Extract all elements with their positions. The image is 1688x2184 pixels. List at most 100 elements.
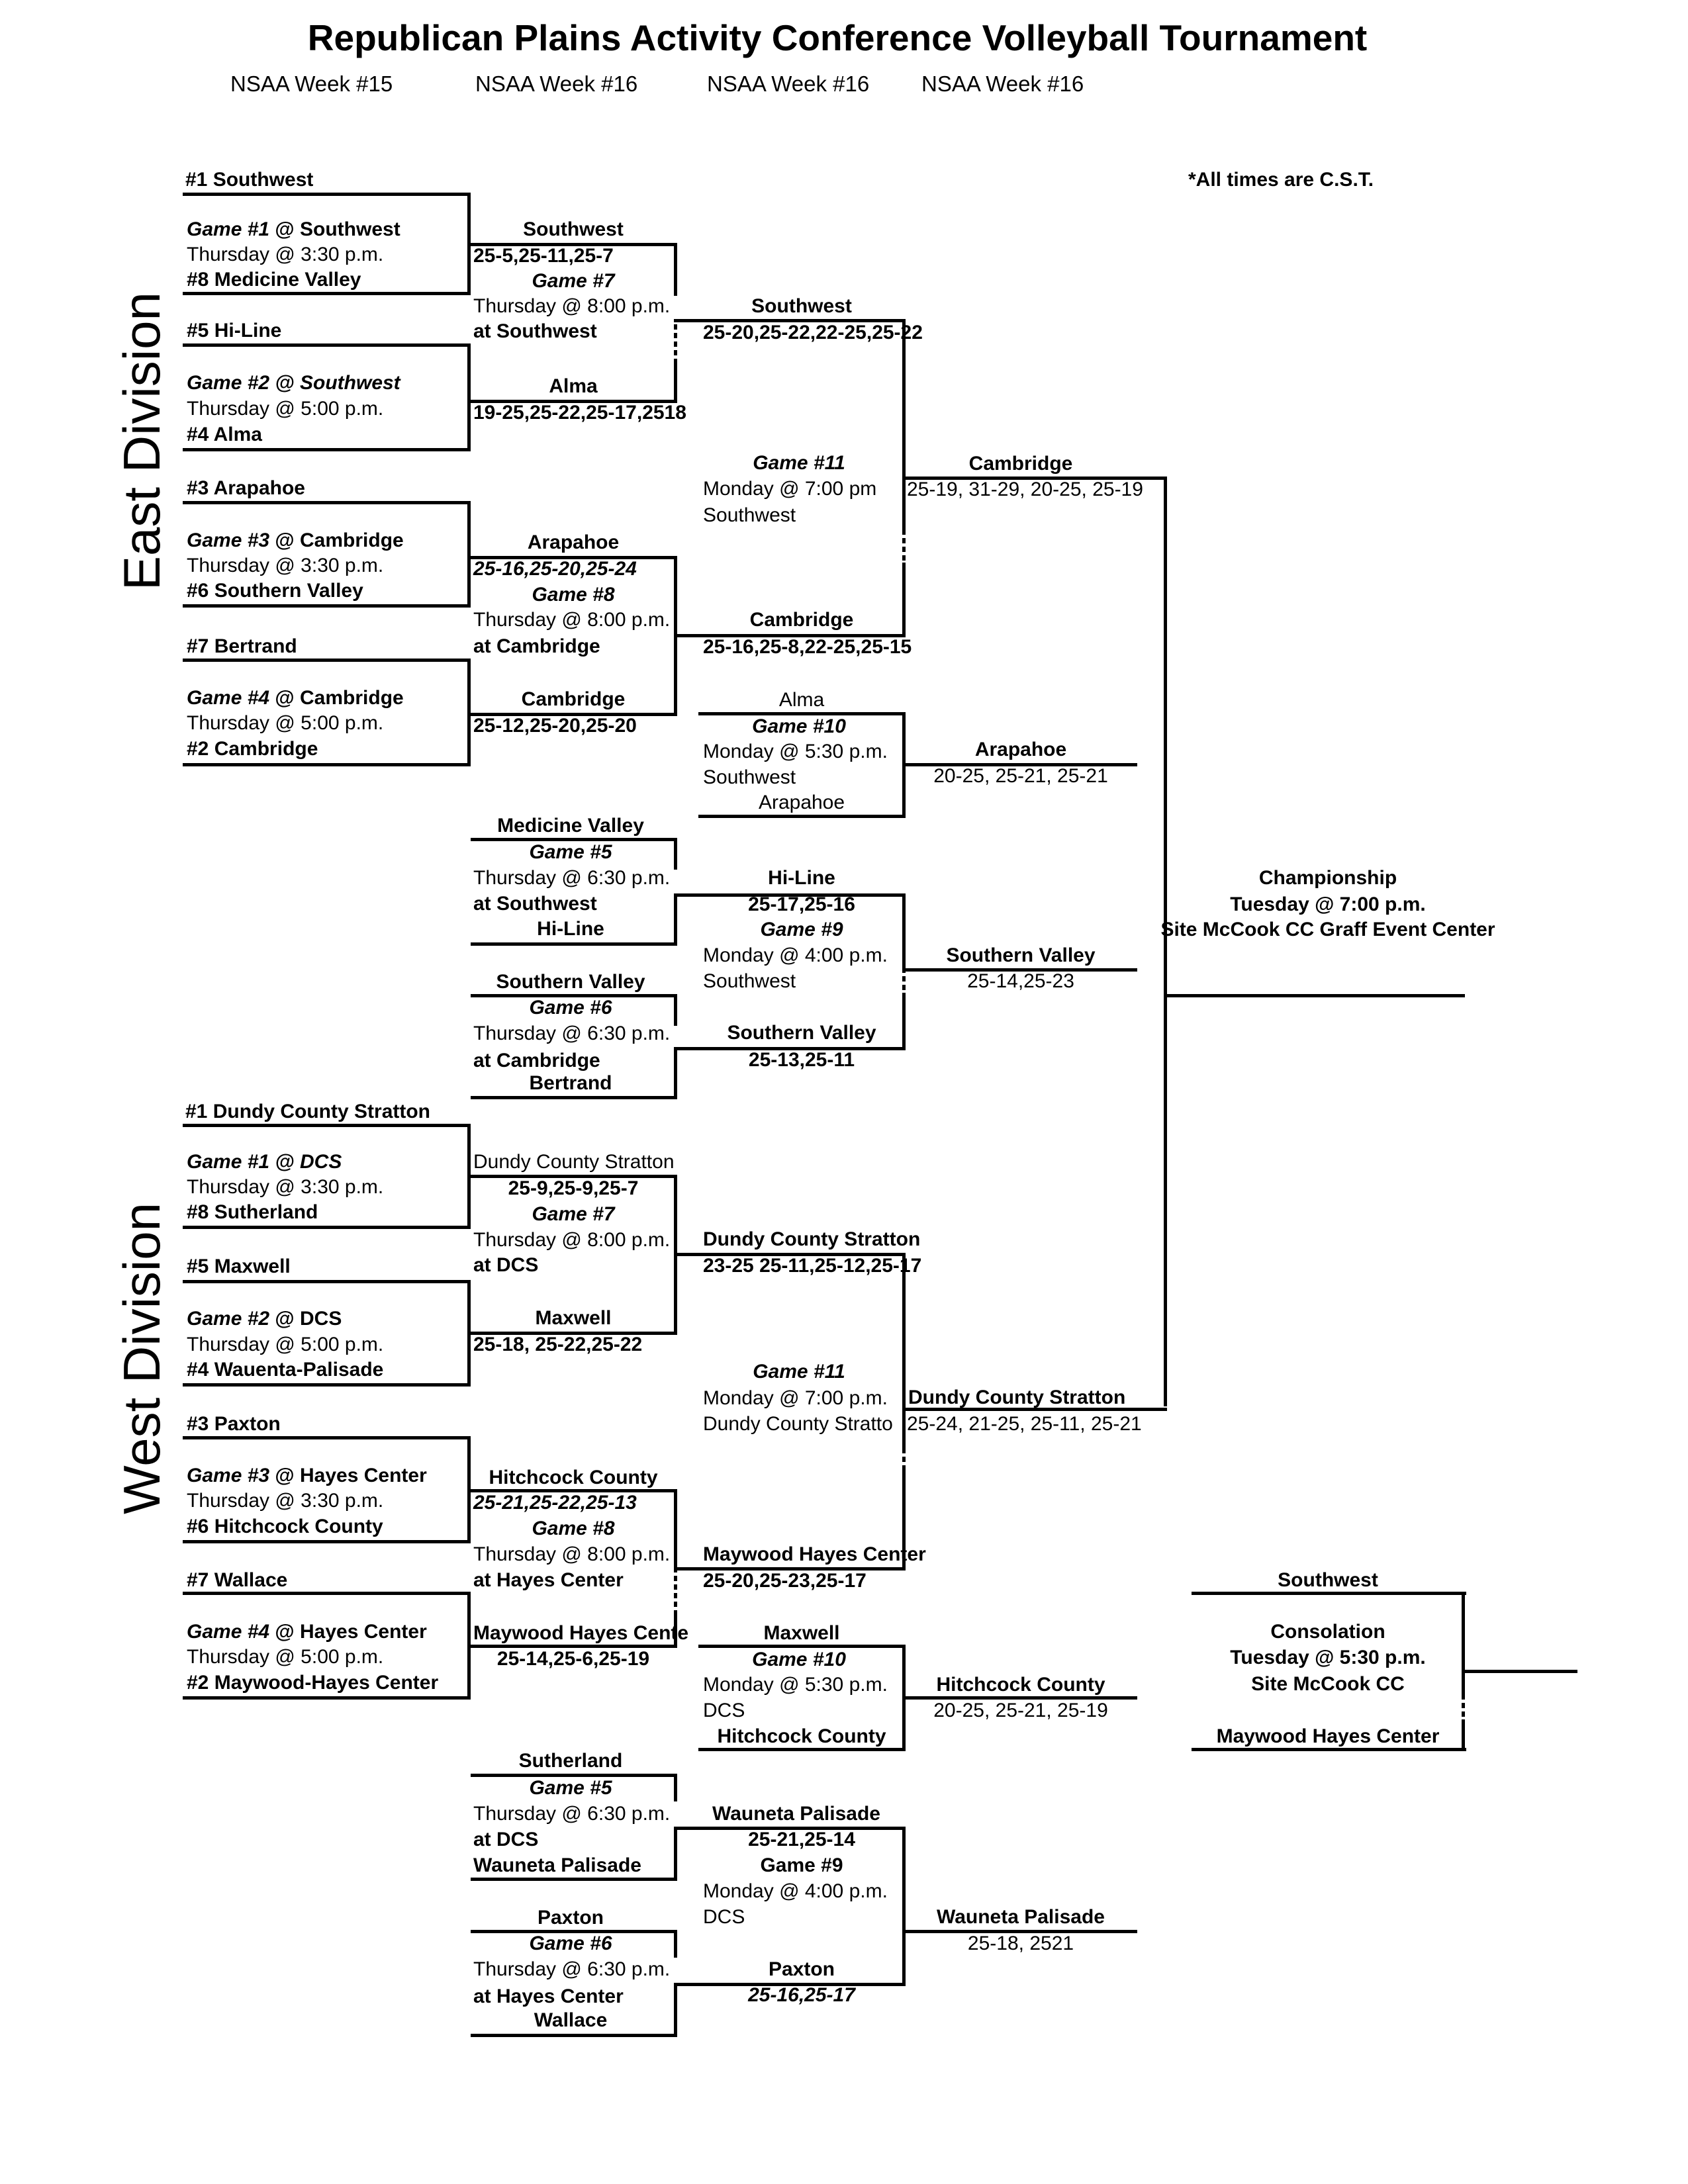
page-title: Republican Plains Activity Conference Vo… <box>307 17 1368 58</box>
bracket-line <box>183 1436 471 1439</box>
bracket-line <box>902 1696 1137 1700</box>
game-time: Thursday @ 6:30 p.m. <box>473 1023 671 1044</box>
bracket-line <box>902 1469 906 1570</box>
game-site: at DCS <box>473 1829 539 1850</box>
game-time: Thursday @ 5:00 p.m. <box>187 712 384 734</box>
bracket-line <box>183 604 471 608</box>
game-number: Game #3 <box>187 1465 270 1486</box>
game-number: Game #7 <box>532 1203 615 1225</box>
game-site: Southwest <box>703 766 796 788</box>
match-score: 20-25, 25-21, 25-21 <box>933 765 1108 787</box>
winner-team: Hi-Line <box>768 867 835 889</box>
game-site: at DCS <box>473 1254 539 1276</box>
game-label: Game #2 @ DCS <box>187 1309 342 1329</box>
game-number: Game #7 <box>532 270 615 292</box>
bracket-line <box>467 659 471 766</box>
bracket-line <box>183 1383 471 1387</box>
game-label: Game #1 @ Southwest <box>187 220 400 240</box>
bracket-line <box>674 1567 906 1570</box>
west-division-label: West Division <box>113 1202 171 1514</box>
match-score: 25-21,25-22,25-13 <box>473 1492 637 1514</box>
game-number: Game #9 <box>760 919 843 940</box>
bracket-line <box>467 193 471 295</box>
bracket-line <box>674 634 677 716</box>
winner-team: Dundy County Stratton <box>908 1387 1126 1408</box>
game-number: Game #4 <box>187 1621 270 1643</box>
team: Arapahoe <box>758 792 845 813</box>
winner-team: Maxwell <box>535 1307 612 1329</box>
bracket-line <box>902 319 906 531</box>
bracket-line <box>183 343 471 347</box>
game-number: Game #10 <box>752 1649 846 1670</box>
match-score: 25-19, 31-29, 20-25, 25-19 <box>907 478 1143 500</box>
consolation-site: Site McCook CC <box>1251 1673 1405 1695</box>
bracket-line <box>467 343 471 451</box>
bracket-line <box>902 477 1167 480</box>
bracket-line <box>183 292 471 295</box>
bracket-line <box>1462 1719 1465 1751</box>
game-site: @ Cambridge <box>269 687 404 709</box>
match-score: 25-12,25-20,25-20 <box>473 715 637 737</box>
seed-team: #7 Bertrand <box>187 635 297 657</box>
game-time: Thursday @ 6:30 p.m. <box>473 1803 671 1825</box>
match-score: 23-25 25-11,25-12,25-17 <box>703 1255 922 1277</box>
bracket-line <box>674 1983 906 1986</box>
game-label: Game #2 @ Southwest <box>187 372 400 394</box>
game-time: Thursday @ 6:30 p.m. <box>473 1958 671 1980</box>
game-time: Thursday @ 8:00 p.m. <box>473 295 671 317</box>
match-score: 25-16,25-8,22-25,25-15 <box>703 636 912 658</box>
team: Wallace <box>534 2009 608 2031</box>
bracket-line <box>674 893 677 946</box>
match-score: 20-25, 25-21, 25-19 <box>933 1700 1108 1721</box>
bracket-line <box>467 1592 471 1700</box>
bracket-line <box>1164 477 1167 1406</box>
bracket-line <box>674 1930 677 1958</box>
game-number: Game #5 <box>529 841 612 863</box>
game-time: Thursday @ 8:00 p.m. <box>473 1229 671 1251</box>
bracket-line <box>1462 1670 1577 1673</box>
match-score: 25-24, 21-25, 25-11, 25-21 <box>907 1413 1142 1435</box>
match-score: 25-13,25-11 <box>748 1049 855 1071</box>
seed-team: #6 Southern Valley <box>187 580 363 602</box>
bracket-line <box>698 1645 906 1648</box>
bracket-line <box>183 1540 471 1543</box>
match-score: 25-18, 2521 <box>967 1933 1074 1954</box>
match-score: 25-14,25-6,25-19 <box>496 1648 650 1670</box>
match-score: 19-25,25-22,25-17,2518 <box>473 402 686 424</box>
bracket-line <box>471 1930 677 1933</box>
bracket-line <box>902 1408 1167 1411</box>
team: Hitchcock County <box>717 1725 886 1747</box>
game-number: Game #6 <box>529 997 612 1019</box>
match-score: 25-9,25-9,25-7 <box>508 1177 639 1199</box>
winner-team: Wauneta Palisade <box>937 1906 1105 1928</box>
bracket-line <box>1164 994 1465 997</box>
game-number: Game #11 <box>753 452 845 474</box>
game-number: Game #10 <box>752 715 846 737</box>
week-label: NSAA Week #15 <box>230 71 393 96</box>
bracket-line <box>471 942 677 946</box>
bracket-line <box>183 659 471 662</box>
bracket-line <box>902 893 906 968</box>
game-time: Thursday @ 6:30 p.m. <box>473 867 671 889</box>
match-score: 25-5,25-11,25-7 <box>473 245 614 267</box>
match-score: 25-16,25-17 <box>748 1984 855 2006</box>
bracket-line <box>674 243 677 296</box>
game-time: Thursday @ 8:00 p.m. <box>473 1543 671 1565</box>
game-site: @ Southwest <box>269 218 400 240</box>
game-number: Game #5 <box>529 1777 612 1799</box>
game-site: Southwest <box>703 970 796 992</box>
winner-team: Paxton <box>768 1958 835 1980</box>
game-time: Thursday @ 3:30 p.m. <box>187 1176 384 1198</box>
seed-team: #1 Southwest <box>185 169 314 191</box>
bracket-line <box>471 838 677 841</box>
winner-team: Hitchcock County <box>936 1674 1105 1696</box>
bracket-line <box>902 529 906 569</box>
team: Bertrand <box>529 1072 612 1094</box>
bracket-line <box>471 556 677 559</box>
winner-team: Cambridge <box>521 688 626 710</box>
bracket-line <box>674 1047 677 1099</box>
bracket-line <box>183 1124 471 1127</box>
match-score: 25-20,25-23,25-17 <box>703 1570 867 1592</box>
winner-team: Southwest <box>751 295 852 317</box>
winner-team: Southern Valley <box>946 944 1096 966</box>
